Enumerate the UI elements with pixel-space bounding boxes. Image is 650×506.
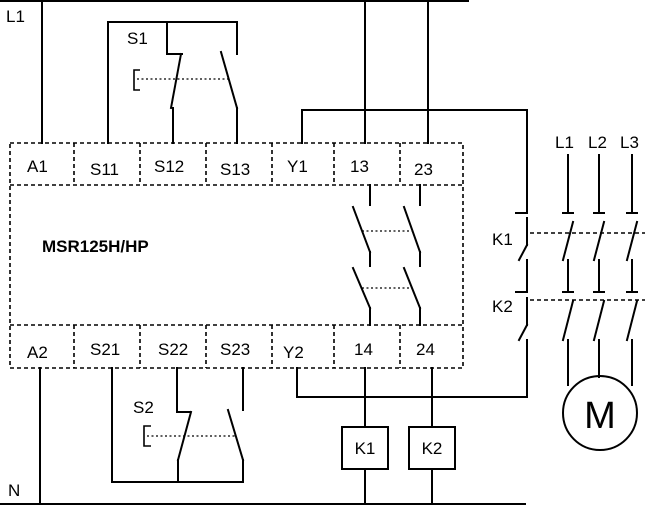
phase-l3-label: L3	[620, 133, 639, 152]
switch-s1	[107, 21, 239, 144]
terminal-23: 23	[414, 160, 433, 179]
terminal-24: 24	[416, 340, 435, 359]
motor-label: M	[584, 395, 616, 437]
terminal-s21: S21	[90, 340, 120, 359]
contactor-k1-label: K1	[492, 230, 513, 249]
coil-k2	[408, 367, 456, 505]
internal-output-contacts	[351, 184, 422, 326]
module-model-label: MSR125H/HP	[42, 237, 149, 256]
switch-s2	[111, 367, 245, 483]
supply-n-label: N	[8, 481, 20, 500]
terminal-14: 14	[354, 340, 373, 359]
motor	[562, 339, 638, 451]
coil-k1	[341, 367, 389, 505]
supply-l1-label: L1	[6, 7, 25, 26]
terminal-s22: S22	[158, 340, 188, 359]
terminal-y1: Y1	[287, 157, 308, 176]
terminal-a2: A2	[27, 343, 48, 362]
switch-s1-label: S1	[127, 29, 148, 48]
terminal-13: 13	[350, 157, 369, 176]
coil-k2-label: K2	[422, 439, 443, 458]
terminal-s12: S12	[154, 157, 184, 176]
contactor-k2	[530, 259, 645, 342]
switch-s2-label: S2	[133, 398, 154, 417]
contactor-k1	[530, 154, 645, 262]
relay-module	[9, 142, 464, 369]
terminal-s13: S13	[220, 160, 250, 179]
feedback-loop-y1-y2	[296, 109, 529, 398]
phase-l2-label: L2	[588, 133, 607, 152]
contactor-k2-label: K2	[492, 297, 513, 316]
coil-k1-label: K1	[355, 439, 376, 458]
phase-l1-label: L1	[555, 133, 574, 152]
terminal-s11: S11	[90, 160, 119, 179]
terminal-s23: S23	[220, 340, 250, 359]
terminal-y2: Y2	[283, 343, 304, 362]
terminal-a1: A1	[27, 157, 48, 176]
